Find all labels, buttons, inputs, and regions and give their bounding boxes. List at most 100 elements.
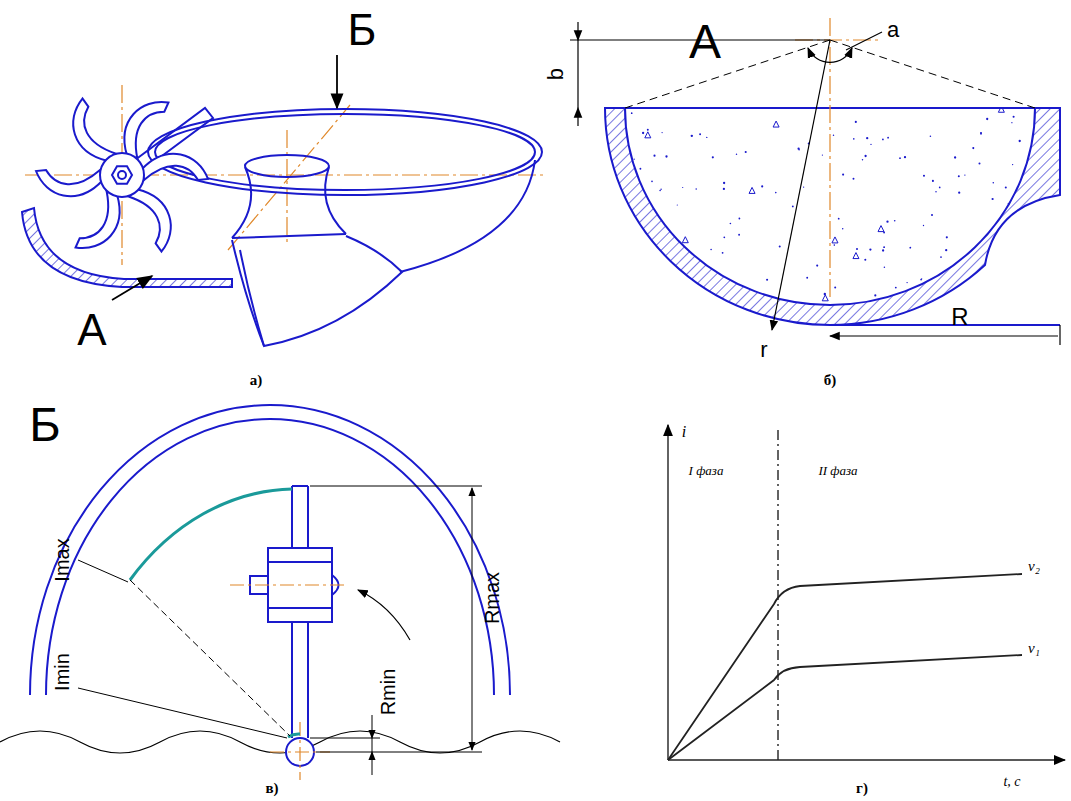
- sand-grain: [803, 186, 804, 187]
- sand-grain: [958, 192, 960, 194]
- sand-grain: [677, 204, 678, 205]
- sand-grain: [935, 191, 937, 193]
- sand-grain: [980, 133, 982, 135]
- sand-grain: [832, 237, 838, 243]
- sand-grain: [882, 139, 884, 141]
- sand-grain: [682, 187, 683, 188]
- sand-grain: [1005, 186, 1007, 188]
- sand-grain: [856, 248, 858, 250]
- arc-length-label: Imax: [52, 538, 72, 581]
- sand-grain: [992, 256, 994, 258]
- sand-grain: [738, 218, 740, 220]
- axis-label: i: [682, 424, 686, 440]
- sand-grain: [1019, 140, 1021, 142]
- sand-grain: [766, 279, 768, 281]
- sand-grain: [660, 189, 661, 190]
- sand-grain: [833, 244, 835, 246]
- sand-grain: [647, 129, 649, 131]
- sand-grain: [745, 151, 747, 153]
- sand-grain: [940, 256, 942, 258]
- sand-grain: [798, 149, 800, 151]
- sand-grain: [635, 265, 637, 267]
- sand-grain: [864, 259, 866, 261]
- dimension-label: Rmax: [482, 572, 502, 624]
- sand-grain: [631, 112, 633, 114]
- sand-grain: [899, 157, 901, 159]
- view-letter: Б: [29, 401, 61, 449]
- sand-grain: [723, 236, 725, 238]
- sand-grain: [806, 277, 808, 279]
- sand-grain: [909, 247, 911, 249]
- sand-grain: [738, 234, 740, 236]
- sand-grain: [775, 192, 777, 194]
- sand-grain: [723, 188, 725, 190]
- sand-grain: [842, 228, 843, 229]
- arc-length-label: Imin: [52, 653, 72, 691]
- sand-grain: [722, 252, 724, 254]
- sand-grain: [834, 286, 836, 288]
- sand-grain: [639, 168, 641, 170]
- sand-grain: [878, 226, 884, 232]
- panel-letter: г): [856, 781, 868, 796]
- sand-grain: [971, 294, 973, 296]
- sand-grain: [660, 301, 661, 302]
- sand-grain: [838, 218, 840, 220]
- sand-grain: [946, 236, 948, 238]
- sand-grain: [822, 295, 828, 301]
- sand-grain: [665, 155, 667, 157]
- sand-grain: [993, 182, 995, 184]
- axis-label: t, c: [1003, 775, 1020, 789]
- sand-grain: [931, 214, 933, 216]
- sand-grain: [958, 175, 960, 177]
- sand-grain: [842, 174, 844, 176]
- sand-grain: [874, 294, 876, 296]
- sand-grain: [894, 220, 896, 222]
- sand-grain: [631, 223, 637, 229]
- sand-grain: [1016, 218, 1018, 220]
- sand-grain: [730, 223, 732, 225]
- sand-grain: [884, 266, 886, 268]
- sand-grain: [833, 134, 834, 135]
- dimension-label: r: [760, 339, 767, 361]
- panel-a-drawing: [22, 55, 545, 346]
- sand-grain: [651, 181, 653, 183]
- sand-grain: [983, 280, 985, 282]
- panel-letter: в): [265, 781, 278, 796]
- sand-grain: [964, 174, 965, 175]
- panel-v-plan-view: [0, 405, 560, 780]
- sand-grain: [939, 187, 941, 189]
- sand-grain: [1011, 122, 1012, 123]
- sand-grain: [792, 206, 794, 208]
- sand-grain: [932, 180, 934, 182]
- sand-grain: [995, 284, 997, 286]
- sand-grain: [864, 155, 866, 157]
- sand-grain: [855, 121, 857, 123]
- sand-grain: [853, 178, 855, 180]
- sand-grain: [779, 245, 781, 247]
- curve-label: v₁: [1028, 641, 1040, 656]
- sand-grain: [866, 137, 868, 139]
- view-letter: A: [689, 18, 721, 66]
- sand-grain: [773, 121, 779, 127]
- sand-grain: [904, 156, 906, 158]
- panel-letter: а): [250, 373, 263, 388]
- curve-label: v₂: [1028, 559, 1040, 574]
- sand-grain: [691, 135, 693, 137]
- sand-grain: [659, 190, 661, 192]
- dimension-label: Rmin: [378, 669, 398, 716]
- dimension-label: b: [545, 68, 567, 80]
- sand-grain: [706, 137, 707, 138]
- sand-grain: [824, 293, 826, 295]
- sand-grain: [862, 159, 863, 160]
- sand-grain: [870, 144, 871, 145]
- sand-grain: [972, 147, 974, 149]
- sand-grain: [882, 249, 884, 251]
- sand-grain: [797, 148, 799, 150]
- sand-grain: [920, 279, 922, 281]
- sand-grain: [630, 281, 636, 287]
- sand-grain: [853, 138, 855, 140]
- angle-label: a: [887, 19, 899, 41]
- phase-label: I фаза: [689, 464, 724, 477]
